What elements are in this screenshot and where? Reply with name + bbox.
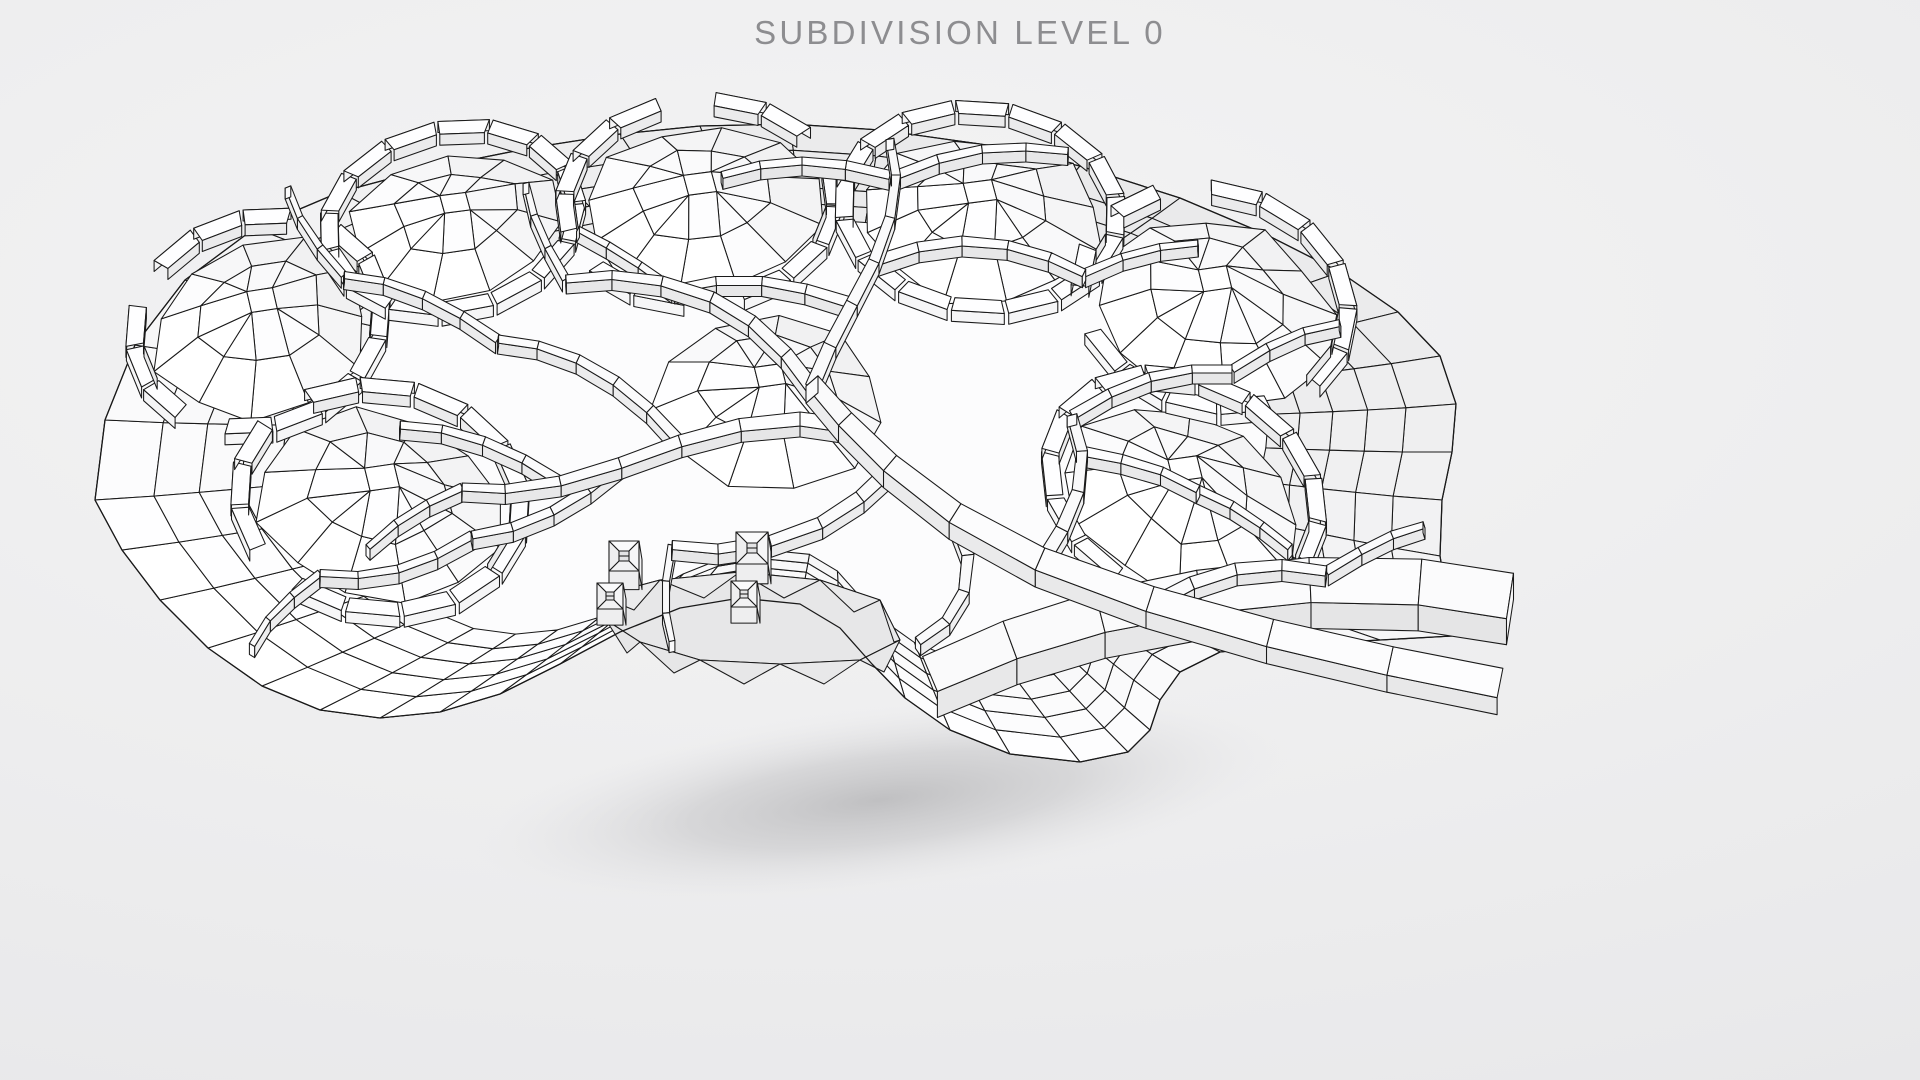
page-title: SUBDIVISION LEVEL 0 <box>754 14 1166 51</box>
contact-shadow <box>453 691 1307 909</box>
renal-vessel-tree <box>249 138 1503 714</box>
cut-vessel-ends <box>597 532 771 625</box>
